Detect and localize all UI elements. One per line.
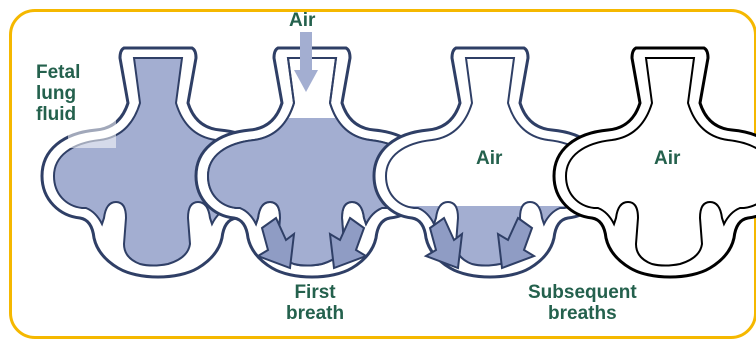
label-line: First	[286, 282, 344, 303]
label-air-lung4: Air	[654, 148, 680, 169]
label-subsequent-breaths: Subsequent breaths	[528, 282, 637, 324]
label-line: breaths	[528, 303, 637, 324]
label-air-top: Air	[289, 10, 315, 31]
label-fetal-lung-fluid: Fetal lung fluid	[36, 62, 80, 125]
label-line: Subsequent	[528, 282, 637, 303]
label-line: breath	[286, 303, 344, 324]
label-line: fluid	[36, 104, 80, 125]
lung-diagram	[0, 0, 756, 320]
label-air-lung3: Air	[476, 148, 502, 169]
label-first-breath: First breath	[286, 282, 344, 324]
label-line: lung	[36, 83, 80, 104]
label-line: Fetal	[36, 62, 80, 83]
